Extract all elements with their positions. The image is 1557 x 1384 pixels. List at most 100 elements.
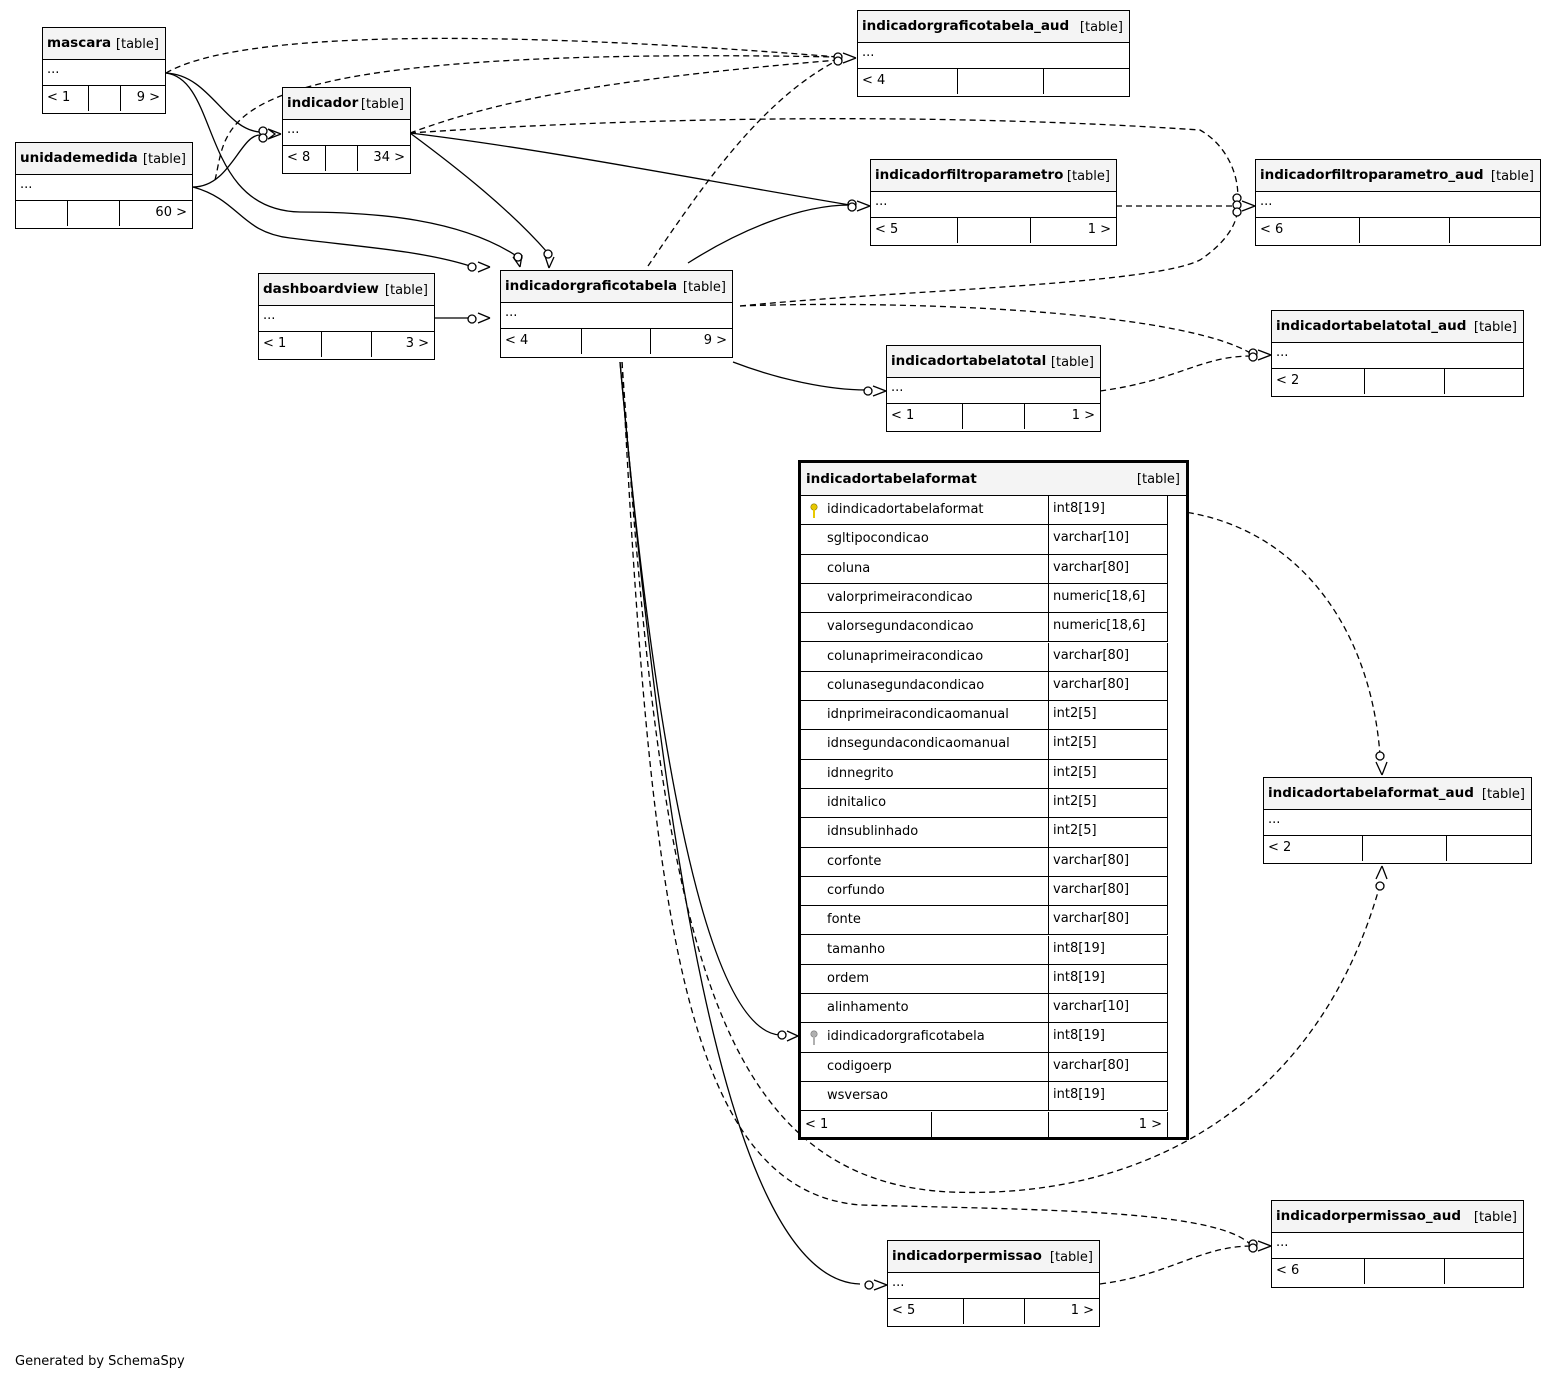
footer-right[interactable]: 9 > [703, 333, 727, 348]
column-type: int8[19] [1053, 969, 1105, 985]
table-indicadortabelatotal[interactable]: indicadortabelatotal[table] ... < 1 1 > [886, 345, 1101, 432]
table-indicadortabelatotal-aud[interactable]: indicadortabelatotal_aud[table] ... < 2 [1271, 310, 1524, 397]
table-indicadortabelaformat-aud[interactable]: indicadortabelaformat_aud[table] ... < 2 [1263, 777, 1532, 864]
footer-right[interactable]: 1 > [1071, 408, 1095, 423]
footer-left[interactable]: < 4 [501, 329, 582, 354]
footer-left[interactable]: < 8 [283, 146, 326, 171]
footer-left[interactable]: < 1 [801, 1112, 932, 1140]
table-indicadorpermissao-aud[interactable]: indicadorpermissao_aud[table] ... < 6 [1271, 1200, 1524, 1288]
footer-left[interactable]: < 6 [1256, 218, 1360, 243]
table-tag: [table] [115, 37, 159, 52]
column-name: valorsegundacondicao [827, 619, 974, 635]
column-name-cell: idnsegundacondicaomanual [801, 730, 1049, 759]
footer-left[interactable]: < 2 [1264, 836, 1363, 861]
footer-left[interactable]: < 5 [871, 218, 958, 243]
footer-right[interactable]: 1 > [1087, 222, 1111, 237]
table-body-text: ... [1260, 194, 1273, 209]
table-body: ... [1256, 192, 1540, 218]
column-name-cell: wsversao [801, 1082, 1049, 1111]
table-indicadortabelaformat[interactable]: indicadortabelaformat [table] idindicado… [798, 460, 1189, 1140]
footer-left[interactable]: < 1 [43, 86, 89, 111]
column-type: int2[5] [1053, 794, 1097, 809]
column-name: ordem [827, 970, 869, 986]
footer-mid [89, 86, 121, 111]
table-name: indicadorpermissao [892, 1248, 1042, 1264]
footer-left[interactable]: < 5 [888, 1299, 964, 1324]
table-body-text: ... [505, 305, 518, 320]
footer-right[interactable]: 3 > [405, 336, 429, 351]
generated-by-text: Generated by SchemaSpy [15, 1354, 185, 1369]
column-type: varchar[80] [1053, 676, 1130, 692]
footer-left[interactable]: < 1 [887, 404, 963, 429]
column-name-cell: idnprimeiracondicaomanual [801, 701, 1049, 730]
footer-right [1044, 69, 1129, 94]
table-header: indicador[table] [283, 88, 410, 120]
table-body-text: ... [47, 62, 60, 77]
footer-mid [68, 201, 120, 226]
footer-left[interactable]: < 6 [1272, 1259, 1365, 1284]
footer-left[interactable]: < 4 [858, 69, 958, 94]
footer-right[interactable]: 9 > [136, 90, 160, 105]
footer-right [1445, 369, 1523, 394]
footer-left[interactable]: < 1 [259, 332, 322, 357]
footer-mid [326, 146, 358, 171]
table-name: indicadorfiltroparametro [875, 167, 1064, 183]
column-name-cell: idnitalico [801, 789, 1049, 818]
table-tag: [table] [1481, 787, 1525, 802]
table-mascara[interactable]: mascara[table] ... < 1 9 > [42, 27, 166, 114]
table-footer: < 8 34 > [283, 146, 410, 171]
table-dashboardview[interactable]: dashboardview[table] ... < 1 3 > [258, 273, 435, 360]
column-type: numeric[18,6] [1053, 588, 1146, 604]
footer-mid [958, 218, 1031, 243]
column-type: varchar[80] [1053, 1057, 1130, 1073]
table-name: indicadorgraficotabela_aud [862, 18, 1070, 34]
table-indicadorfiltroparametro-aud[interactable]: indicadorfiltroparametro_aud[table] ... … [1255, 159, 1541, 246]
table-indicadorpermissao[interactable]: indicadorpermissao[table] ... < 5 1 > [887, 1240, 1100, 1327]
column-row[interactable]: idnitalico int2[5] [801, 789, 1168, 819]
column-name-cell: fonte [801, 906, 1049, 935]
table-indicadorgraficotabela[interactable]: indicadorgraficotabela[table] ... < 4 9 … [500, 270, 733, 358]
table-body-text: ... [1276, 345, 1289, 360]
column-type: int8[19] [1053, 940, 1105, 956]
table-tag: [table] [1066, 169, 1110, 184]
footer-right[interactable]: 60 > [155, 205, 187, 220]
column-name: idnitalico [827, 795, 887, 810]
table-body: ... [888, 1273, 1099, 1299]
column-type: varchar[10] [1053, 530, 1130, 546]
column-name-cell: valorsegundacondicao [801, 613, 1049, 642]
footer-right[interactable]: 34 > [373, 150, 405, 165]
column-name-cell: colunaprimeiracondicao [801, 642, 1049, 671]
column-name: idnsublinhado [827, 824, 919, 840]
table-indicadorfiltroparametro[interactable]: indicadorfiltroparametro[table] ... < 5 … [870, 159, 1117, 246]
table-indicadorgraficotabela-aud[interactable]: indicadorgraficotabela_aud[table] ... < … [857, 10, 1130, 97]
table-unidademedida[interactable]: unidademedida[table] ... 60 > [15, 142, 193, 229]
footer-mid [963, 404, 1025, 429]
table-indicador[interactable]: indicador[table] ... < 8 34 > [282, 87, 411, 174]
column-type: varchar[80] [1053, 881, 1130, 897]
footer-left[interactable]: < 2 [1272, 369, 1365, 394]
table-tag: [table] [1079, 20, 1123, 35]
footer-right[interactable]: 1 > [1070, 1303, 1094, 1318]
column-row[interactable]: ordem int8[19] [801, 964, 1168, 995]
cardinality-markers [258, 52, 1385, 1290]
footer-right[interactable]: 1 > [1138, 1117, 1162, 1132]
